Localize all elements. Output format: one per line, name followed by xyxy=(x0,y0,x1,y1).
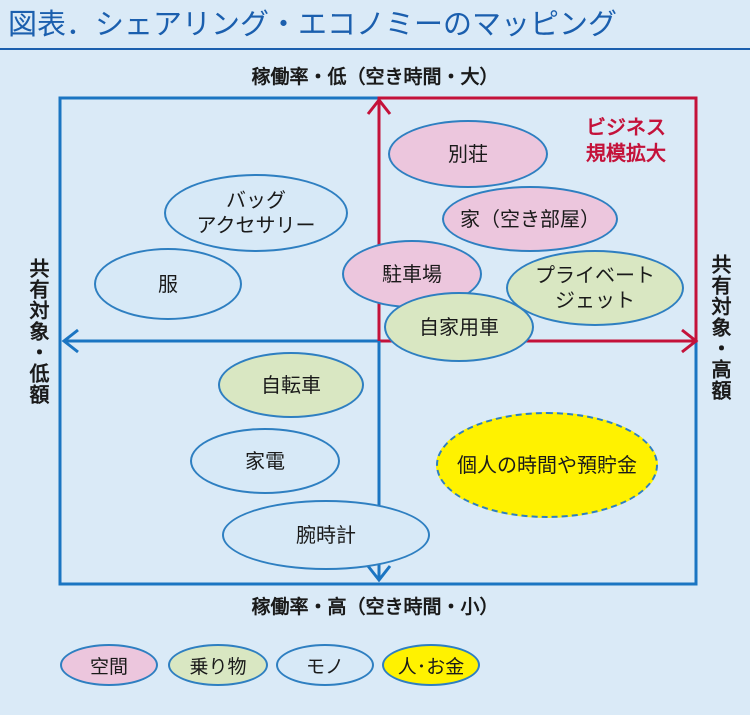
legend-space-label: 空間 xyxy=(89,655,128,678)
bubble-home-spare-room-label: 家（空き部屋） xyxy=(460,206,600,231)
private-jet-line1: プライベート xyxy=(535,263,655,287)
bubble-bicycle: 自転車 xyxy=(218,352,364,418)
up-arrowhead xyxy=(366,97,392,115)
bubble-watch-label: 腕時計 xyxy=(296,522,356,547)
business-expansion-label: ビジネス 規模拡大 xyxy=(566,114,686,166)
legend-space: 空間 xyxy=(60,644,158,686)
legend-thing: モノ xyxy=(276,644,374,686)
down-arrowhead xyxy=(366,565,392,583)
private-jet-line2: ジェット xyxy=(555,288,635,312)
bubble-clothes-label: 服 xyxy=(158,271,178,296)
bubble-appliances-label: 家電 xyxy=(245,448,285,473)
business-expansion-line1: ビジネス xyxy=(586,115,666,139)
bubble-bags-accessories: バッグ アクセサリー xyxy=(164,174,348,252)
bubble-parking-label: 駐車場 xyxy=(382,261,442,286)
bubble-clothes: 服 xyxy=(94,248,242,320)
bubble-villa: 別荘 xyxy=(388,120,548,188)
bubble-personal-time-savings: 個人の時間や預貯金 xyxy=(436,412,658,518)
bags-line2: アクセサリー xyxy=(196,213,316,237)
top-axis-label: 稼働率・低（空き時間・大） xyxy=(251,66,499,88)
legend-vehicle-label: 乗り物 xyxy=(189,655,247,678)
right-axis-label: 共有対象・高額 xyxy=(708,254,732,401)
bubble-own-car-label: 自家用車 xyxy=(419,314,499,339)
legend-people-money: 人･お金 xyxy=(382,644,480,686)
figure-title: 図表．シェアリング・エコノミーのマッピング xyxy=(8,7,618,41)
bubble-bags-accessories-label: バッグ アクセサリー xyxy=(197,188,316,238)
left-axis-label: 共有対象・低額 xyxy=(26,258,50,405)
left-arrowhead xyxy=(61,328,79,354)
bubble-appliances: 家電 xyxy=(190,428,340,494)
legend-people-money-label: 人･お金 xyxy=(397,655,465,678)
title-divider xyxy=(0,48,750,50)
bubble-private-jet: プライベート ジェット xyxy=(506,250,684,326)
bubble-watch: 腕時計 xyxy=(222,500,430,570)
bubble-villa-label: 別荘 xyxy=(448,141,488,166)
legend-thing-label: モノ xyxy=(305,655,344,678)
bottom-axis-label: 稼働率・高（空き時間・小） xyxy=(251,596,499,618)
legend-vehicle: 乗り物 xyxy=(168,644,268,686)
bubble-bicycle-label: 自転車 xyxy=(261,372,321,397)
bubble-private-jet-label: プライベート ジェット xyxy=(535,263,655,313)
business-expansion-line2: 規模拡大 xyxy=(586,141,666,165)
bags-line1: バッグ xyxy=(226,188,286,212)
bubble-own-car: 自家用車 xyxy=(384,292,534,362)
bubble-personal-time-savings-label: 個人の時間や預貯金 xyxy=(457,452,637,477)
right-arrowhead xyxy=(681,328,699,354)
bubble-home-spare-room: 家（空き部屋） xyxy=(442,186,618,252)
